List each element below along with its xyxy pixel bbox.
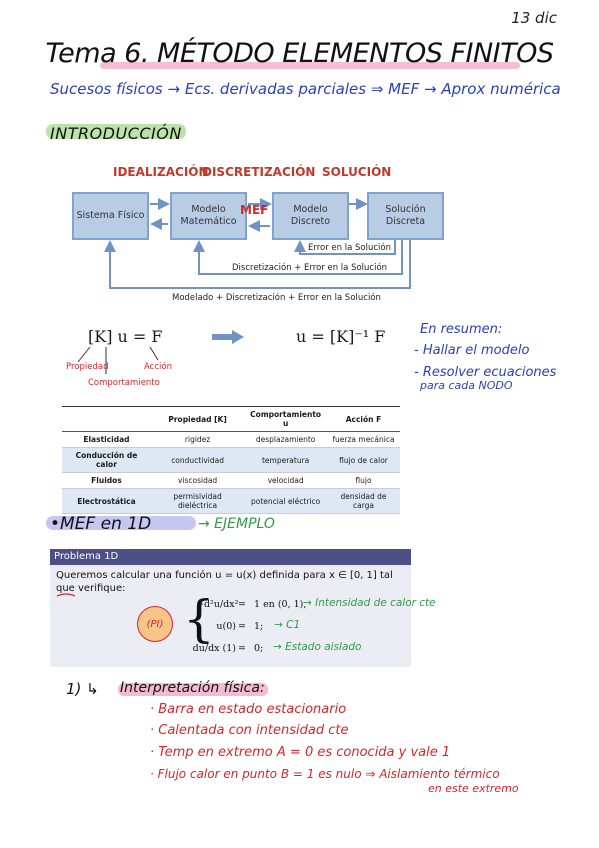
implies-arrow-icon <box>212 330 244 344</box>
page-title: Tema 6. MÉTODO ELEMENTOS FINITOS <box>45 38 554 69</box>
equals-sign: = <box>238 643 246 654</box>
problem-rhs-1: 1 en (0, 1), <box>254 599 307 610</box>
summary-heading: En resumen: <box>420 322 503 337</box>
problem-lhs-3: du/dx (1) <box>192 643 236 654</box>
table-cell: Fluidos <box>62 472 151 489</box>
table-row: Elasticidad rigidez desplazamiento fuerz… <box>62 431 400 448</box>
table-cell: viscosidad <box>150 472 245 489</box>
loop-modelado-error: Modelado + Discretización + Error en la … <box>172 293 381 303</box>
interpretation-item-2: · Calentada con intensidad cte <box>150 723 349 738</box>
title-highlight <box>100 62 520 69</box>
table-cell: flujo <box>326 472 400 489</box>
problem-lhs-1: −d²u/dx² <box>196 599 239 610</box>
ejemplo-note: → EJEMPLO <box>198 516 275 532</box>
table-header: Propiedad [K] <box>150 406 245 432</box>
mef1d-highlight <box>46 516 196 530</box>
problem-header: Problema 1D <box>50 549 411 565</box>
underline-mark <box>56 593 76 597</box>
box-solucion-discreta: Solución Discreta <box>367 192 444 240</box>
stage-solucion: SOLUCIÓN <box>322 165 392 179</box>
label-propiedad: Propiedad <box>66 362 109 372</box>
table-cell: permisividad dieléctrica <box>150 488 245 514</box>
properties-table: Propiedad [K] Comportamiento u Acción F … <box>62 406 400 514</box>
equals-sign: = <box>238 599 246 610</box>
pi-marker: (PI) <box>137 606 173 642</box>
problem-rhs-2: 1; <box>254 621 264 632</box>
stage-discretizacion: DISCRETIZACIÓN <box>202 165 316 179</box>
interpretation-heading: Interpretación física: <box>120 680 265 696</box>
problem-intro: Queremos calcular una función u = u(x) d… <box>56 570 393 594</box>
stage-idealizacion: IDEALIZACIÓN <box>113 165 209 179</box>
table-cell: flujo de calor <box>326 447 400 473</box>
loop-discretizacion-error: Discretización + Error en la Solución <box>232 263 388 273</box>
intro-highlight <box>46 124 186 139</box>
interpretation-item-4: · Flujo calor en punto B = 1 es nulo ⇒ A… <box>150 767 500 781</box>
table-header <box>62 406 151 432</box>
table-row: Fluidos viscosidad velocidad flujo <box>62 472 400 489</box>
table-cell: densidad de carga <box>326 488 400 514</box>
equation-pointers <box>77 346 159 374</box>
box-sistema-fisico: Sistema Físico <box>72 192 149 240</box>
summary-item-1: - Hallar el modelo <box>414 343 530 358</box>
table-header: Acción F <box>326 406 400 432</box>
label-accion: Acción <box>144 362 172 372</box>
table-cell: rigidez <box>150 431 245 448</box>
table-cell: Electrostática <box>62 488 151 514</box>
equation-left: [K] u = F <box>88 327 163 346</box>
problem-box <box>50 549 411 667</box>
table-header: Comportamiento u <box>244 406 327 432</box>
mef1d-heading: •MEF en 1D <box>50 514 152 534</box>
interpretation-item-5: en este extremo <box>428 782 519 795</box>
interpretation-highlight <box>118 683 268 696</box>
summary-item-3: para cada NODO <box>420 379 513 392</box>
table-cell: desplazamiento <box>244 431 327 448</box>
interpretation-number: 1) ↳ <box>66 680 99 698</box>
problem-rhs-3: 0; <box>254 643 264 654</box>
table-cell: Conducción de calor <box>62 447 151 473</box>
equals-sign: = <box>238 621 246 632</box>
interpretation-item-3: · Temp en extremo A = 0 es conocida y va… <box>150 745 451 760</box>
problem-note-3: → Estado aislado <box>273 641 362 653</box>
box-modelo-discreto: Modelo Discreto <box>272 192 349 240</box>
table-cell: velocidad <box>244 472 327 489</box>
table-cell: conductividad <box>150 447 245 473</box>
loop-error-solucion: Error en la Solución <box>308 243 391 253</box>
flow-line: Sucesos físicos → Ecs. derivadas parcial… <box>50 80 561 98</box>
problem-note-1: → Intensidad de calor cte <box>303 597 436 609</box>
table-header-row: Propiedad [K] Comportamiento u Acción F <box>62 406 400 432</box>
diagram-arrows <box>104 198 411 289</box>
label-comportamiento: Comportamiento <box>88 378 160 388</box>
table-cell: fuerza mecánica <box>326 431 400 448</box>
table-row: Electrostática permisividad dieléctrica … <box>62 488 400 514</box>
problem-lhs-2: u(0) <box>216 621 236 632</box>
equation-right: u = [K]⁻¹ F <box>296 327 386 346</box>
date-note: 13 dic <box>511 9 557 27</box>
mef-label: MEF <box>240 203 269 217</box>
table-cell: Elasticidad <box>62 431 151 448</box>
summary-item-2: - Resolver ecuaciones <box>414 365 557 380</box>
table-cell: potencial eléctrico <box>244 488 327 514</box>
box-modelo-matematico: Modelo Matemático <box>170 192 247 240</box>
table-row: Conducción de calor conductividad temper… <box>62 447 400 473</box>
system-brace: { <box>183 590 215 648</box>
intro-heading: INTRODUCCIÓN <box>50 124 182 143</box>
table-cell: temperatura <box>244 447 327 473</box>
interpretation-item-1: · Barra en estado estacionario <box>150 702 347 717</box>
problem-note-2: → C1 <box>274 619 301 631</box>
